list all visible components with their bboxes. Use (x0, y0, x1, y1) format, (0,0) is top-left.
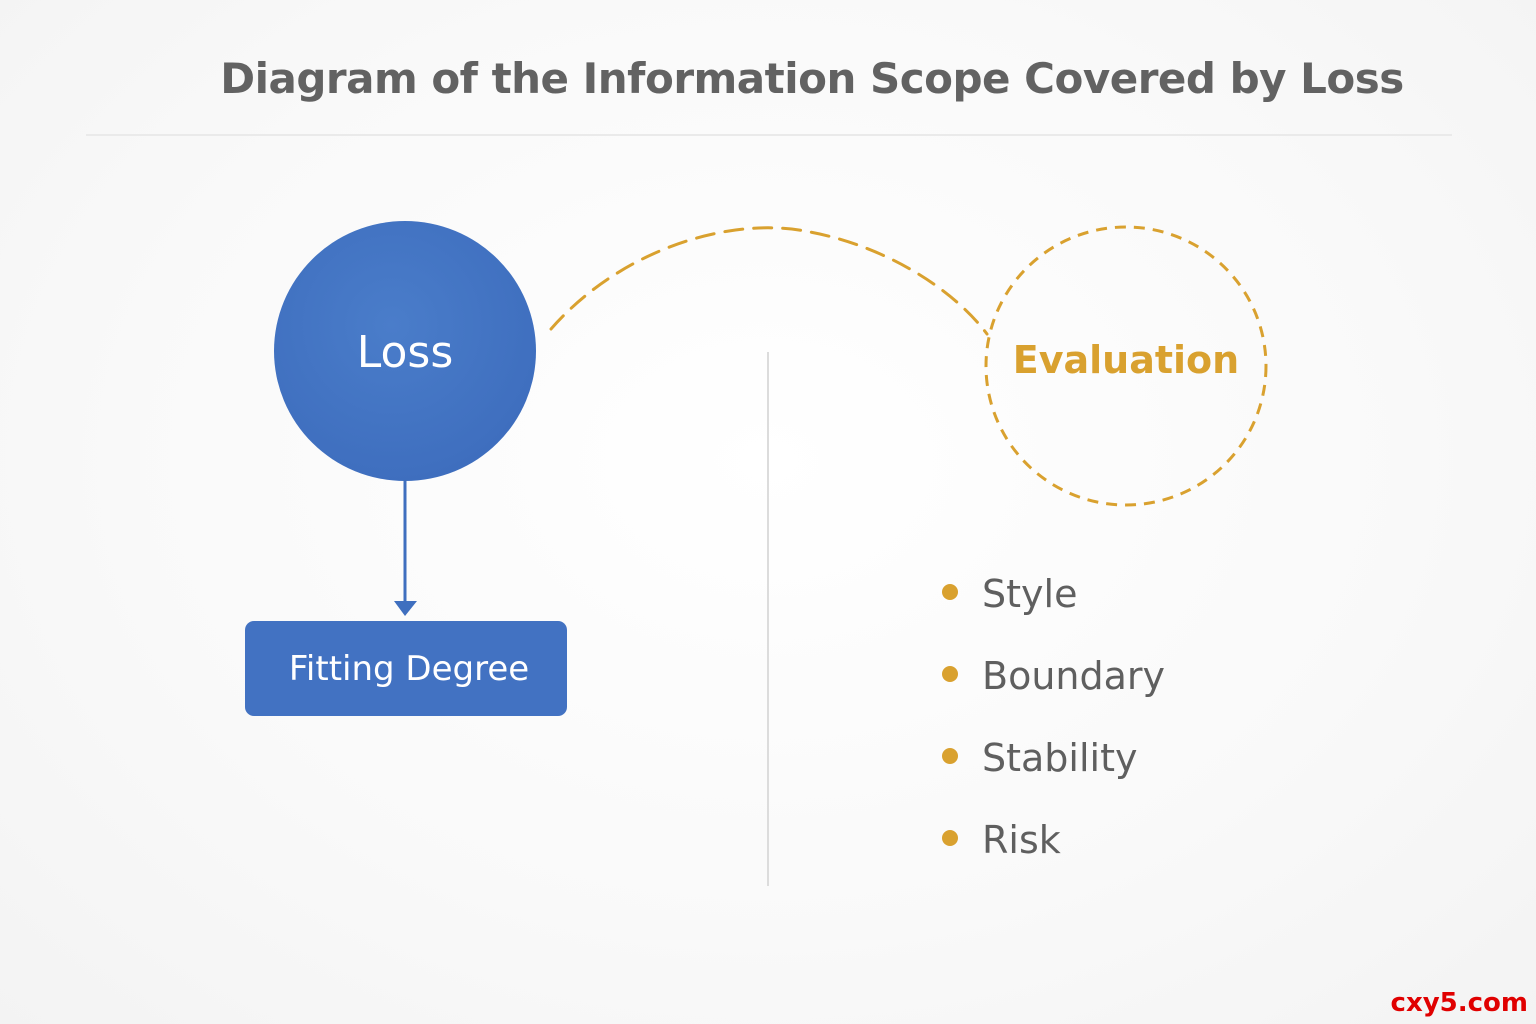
list-item: Style (942, 553, 1165, 635)
evaluation-dashed-circle (984, 225, 1268, 507)
list-item: Boundary (942, 635, 1165, 717)
loss-to-fitting-arrowhead (394, 601, 417, 616)
watermark: cxy5.com (1390, 988, 1528, 1018)
loss-node: Loss (274, 221, 536, 481)
bullet-icon (942, 584, 958, 600)
evaluation-item-risk: Risk (982, 818, 1061, 862)
loss-node-label: Loss (356, 326, 454, 378)
list-item: Stability (942, 717, 1165, 799)
fitting-degree-node: Fitting Degree (245, 621, 567, 716)
evaluation-item-style: Style (982, 572, 1078, 616)
title-divider (86, 134, 1452, 136)
bullet-icon (942, 830, 958, 846)
list-item: Risk (942, 799, 1165, 881)
fitting-degree-label: Fitting Degree (288, 648, 530, 689)
diagram-title: Diagram of the Information Scope Covered… (220, 54, 1404, 103)
evaluation-items-list: Style Boundary Stability Risk (942, 553, 1165, 881)
loss-evaluation-dashed-arc (549, 226, 989, 336)
bullet-icon (942, 666, 958, 682)
evaluation-node-label: Evaluation (1012, 338, 1240, 382)
evaluation-item-stability: Stability (982, 736, 1138, 780)
vertical-divider (767, 352, 769, 886)
bullet-icon (942, 748, 958, 764)
evaluation-item-boundary: Boundary (982, 654, 1166, 698)
